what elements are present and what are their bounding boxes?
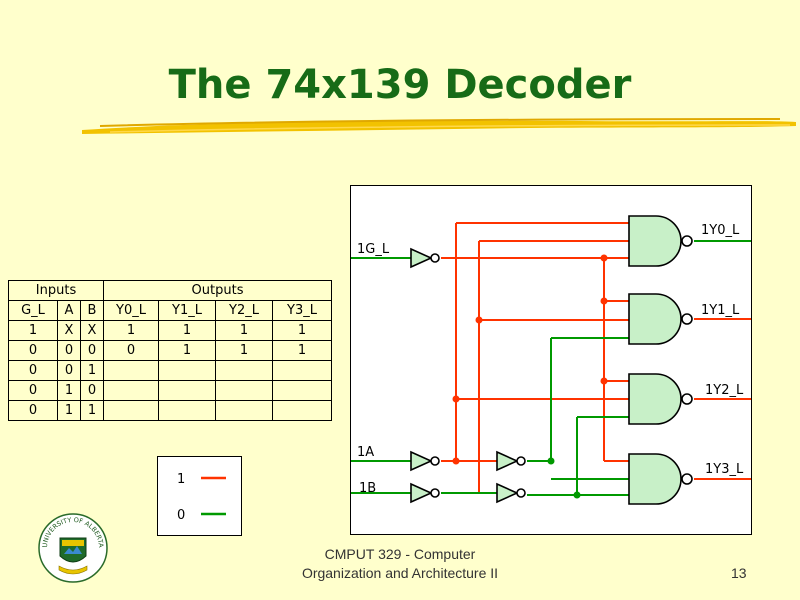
- table-cell: 0: [103, 340, 159, 361]
- nand-gate-1: [628, 293, 682, 345]
- legend-label-high: 1: [177, 472, 185, 487]
- header-cell: A: [57, 300, 81, 321]
- table-cell: [103, 380, 159, 401]
- table-cell: 1: [80, 400, 104, 421]
- output-label-y3: 1Y3_L: [705, 462, 744, 477]
- output-label-y2: 1Y2_L: [705, 383, 744, 398]
- table-cell: [158, 360, 216, 381]
- header-cell: Y2_L: [215, 300, 273, 321]
- header-cell: Y0_L: [103, 300, 159, 321]
- input-label-g: 1G_L: [357, 242, 390, 257]
- slide-title: The 74x139 Decoder: [168, 62, 632, 108]
- group-outputs: Outputs: [103, 280, 332, 301]
- table-cell: 1: [158, 340, 216, 361]
- table-cell: [103, 400, 159, 421]
- table-cell: 1: [215, 340, 273, 361]
- table-row: 0 0 1: [8, 360, 332, 381]
- table-cell: 1: [8, 320, 58, 341]
- table-cell: [272, 400, 332, 421]
- table-row: 0 1 0: [8, 380, 332, 401]
- table-cell: X: [57, 320, 81, 341]
- table-cell: 0: [8, 340, 58, 361]
- slide-footer: CMPUT 329 - Computer Organization and Ar…: [270, 545, 530, 583]
- circuit-diagram: 1G_L 1A 1B 1Y0_L 1Y1_L 1Y2_L 1Y3_L: [334, 185, 773, 535]
- table-cell: 0: [8, 360, 58, 381]
- table-row: 0 0 0 0 1 1 1: [8, 340, 332, 361]
- inverter-a: [410, 450, 433, 472]
- input-label-b: 1B: [359, 481, 376, 496]
- header-cell: G_L: [8, 300, 58, 321]
- page-number: 13: [731, 565, 747, 581]
- table-cell: 1: [272, 340, 332, 361]
- nand-gate-2: [628, 373, 682, 425]
- inverter-a2: [496, 450, 519, 472]
- legend-label-low: 0: [177, 508, 185, 523]
- table-cell: [215, 400, 273, 421]
- truth-table-header-row: G_L A B Y0_L Y1_L Y2_L Y3_L: [8, 300, 332, 321]
- nand-gate-0: [628, 215, 682, 267]
- table-cell: 1: [80, 360, 104, 381]
- header-cell: B: [80, 300, 104, 321]
- table-row: 1 X X 1 1 1 1: [8, 320, 332, 341]
- table-cell: [103, 360, 159, 381]
- truth-table: Inputs Outputs G_L A B Y0_L Y1_L Y2_L Y3…: [8, 280, 332, 421]
- inverter-b: [410, 482, 433, 504]
- logic-legend: 1 0: [157, 456, 242, 536]
- table-row: 0 1 1: [8, 400, 332, 421]
- circuit-schematic: 1G_L 1A 1B 1Y0_L 1Y1_L 1Y2_L 1Y3_L: [334, 215, 773, 505]
- truth-table-group-row: Inputs Outputs: [8, 280, 332, 301]
- title-underline: [82, 118, 796, 134]
- output-label-y0: 1Y0_L: [701, 223, 740, 238]
- header-cell: Y3_L: [272, 300, 332, 321]
- table-cell: 0: [57, 360, 81, 381]
- table-cell: 0: [8, 400, 58, 421]
- table-cell: 0: [80, 340, 104, 361]
- table-cell: 1: [103, 320, 159, 341]
- nand-gate-3: [628, 453, 682, 505]
- table-cell: [215, 380, 273, 401]
- university-crest-logo: UNIVERSITY OF ALBERTA: [38, 513, 108, 583]
- table-cell: 0: [8, 380, 58, 401]
- table-cell: [272, 380, 332, 401]
- header-cell: Y1_L: [158, 300, 216, 321]
- footer-line-2: Organization and Architecture II: [301, 565, 499, 581]
- input-label-a: 1A: [357, 445, 374, 460]
- table-cell: [272, 360, 332, 381]
- table-cell: 1: [158, 320, 216, 341]
- table-cell: [158, 400, 216, 421]
- inverter-g: [410, 247, 433, 269]
- table-cell: [158, 380, 216, 401]
- output-label-y1: 1Y1_L: [701, 303, 740, 318]
- table-cell: X: [80, 320, 104, 341]
- table-cell: 1: [57, 380, 81, 401]
- table-cell: 1: [272, 320, 332, 341]
- table-cell: 1: [57, 400, 81, 421]
- group-inputs: Inputs: [8, 280, 104, 301]
- inverter-b2: [496, 482, 519, 504]
- footer-line-1: CMPUT 329 - Computer: [324, 546, 476, 562]
- table-cell: [215, 360, 273, 381]
- table-cell: 0: [80, 380, 104, 401]
- table-cell: 0: [57, 340, 81, 361]
- table-cell: 1: [215, 320, 273, 341]
- legend-graphic: 1 0: [177, 472, 226, 523]
